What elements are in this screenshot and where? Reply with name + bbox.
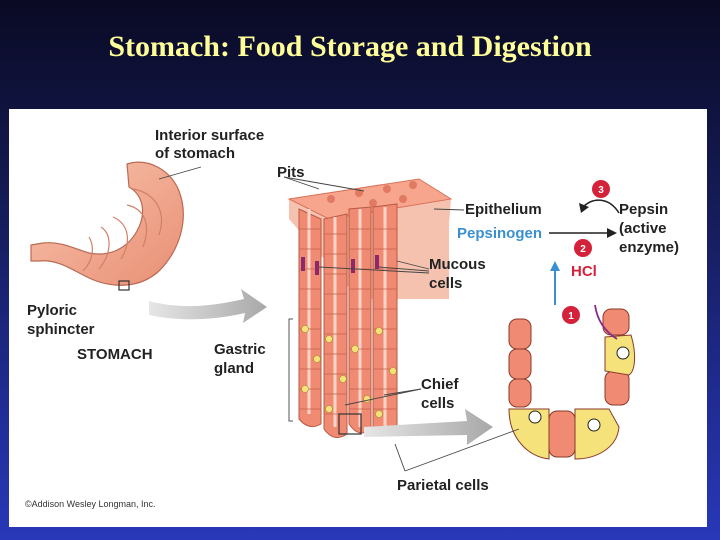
label-chief-2: cells (421, 395, 454, 412)
label-chief-1: Chief (421, 376, 460, 393)
label-pyloric-1: Pyloric (27, 302, 77, 319)
label-gastric-2: gland (214, 360, 254, 377)
label-pepsinogen: Pepsinogen (457, 225, 542, 242)
label-stomach: STOMACH (77, 346, 153, 363)
label-pepsin-1: Pepsin (619, 201, 668, 218)
label-pyloric-2: sphincter (27, 321, 95, 338)
magnify-arrow-2 (364, 409, 493, 445)
leader-lines (158, 166, 520, 472)
label-gastric-1: Gastric (214, 341, 266, 358)
label-pits: Pits (277, 164, 305, 181)
diagram-panel: 3 2 1 Interior surface of stomach Pits E… (9, 109, 707, 527)
label-interior-surface-1: Interior surface (155, 127, 264, 144)
slide-title: Stomach: Food Storage and Digestion (108, 30, 592, 63)
label-mucous-1: Mucous (429, 256, 486, 273)
label-pepsin-3: enzyme) (619, 239, 679, 256)
detail-box-gland (338, 413, 362, 435)
gastric-gland (287, 178, 453, 439)
label-epithelium: Epithelium (465, 201, 542, 218)
step-badge-3: 3 (598, 185, 604, 196)
stomach-diagram: 3 2 1 Interior surface of stomach Pits E… (25, 127, 679, 509)
cell-detail (508, 304, 636, 460)
detail-box (118, 280, 130, 291)
label-parietal: Parietal cells (397, 477, 489, 494)
label-interior-surface-2: of stomach (155, 145, 235, 162)
label-hcl: HCl (571, 263, 597, 280)
label-pepsin-2: (active (619, 220, 667, 237)
label-mucous-2: cells (429, 275, 462, 292)
copyright-note: ©Addison Wesley Longman, Inc. (25, 499, 156, 509)
magnify-arrow-1 (149, 289, 267, 323)
step-badge-2: 2 (580, 244, 586, 255)
step-badge-1: 1 (568, 311, 574, 322)
stomach-organ (30, 161, 184, 291)
